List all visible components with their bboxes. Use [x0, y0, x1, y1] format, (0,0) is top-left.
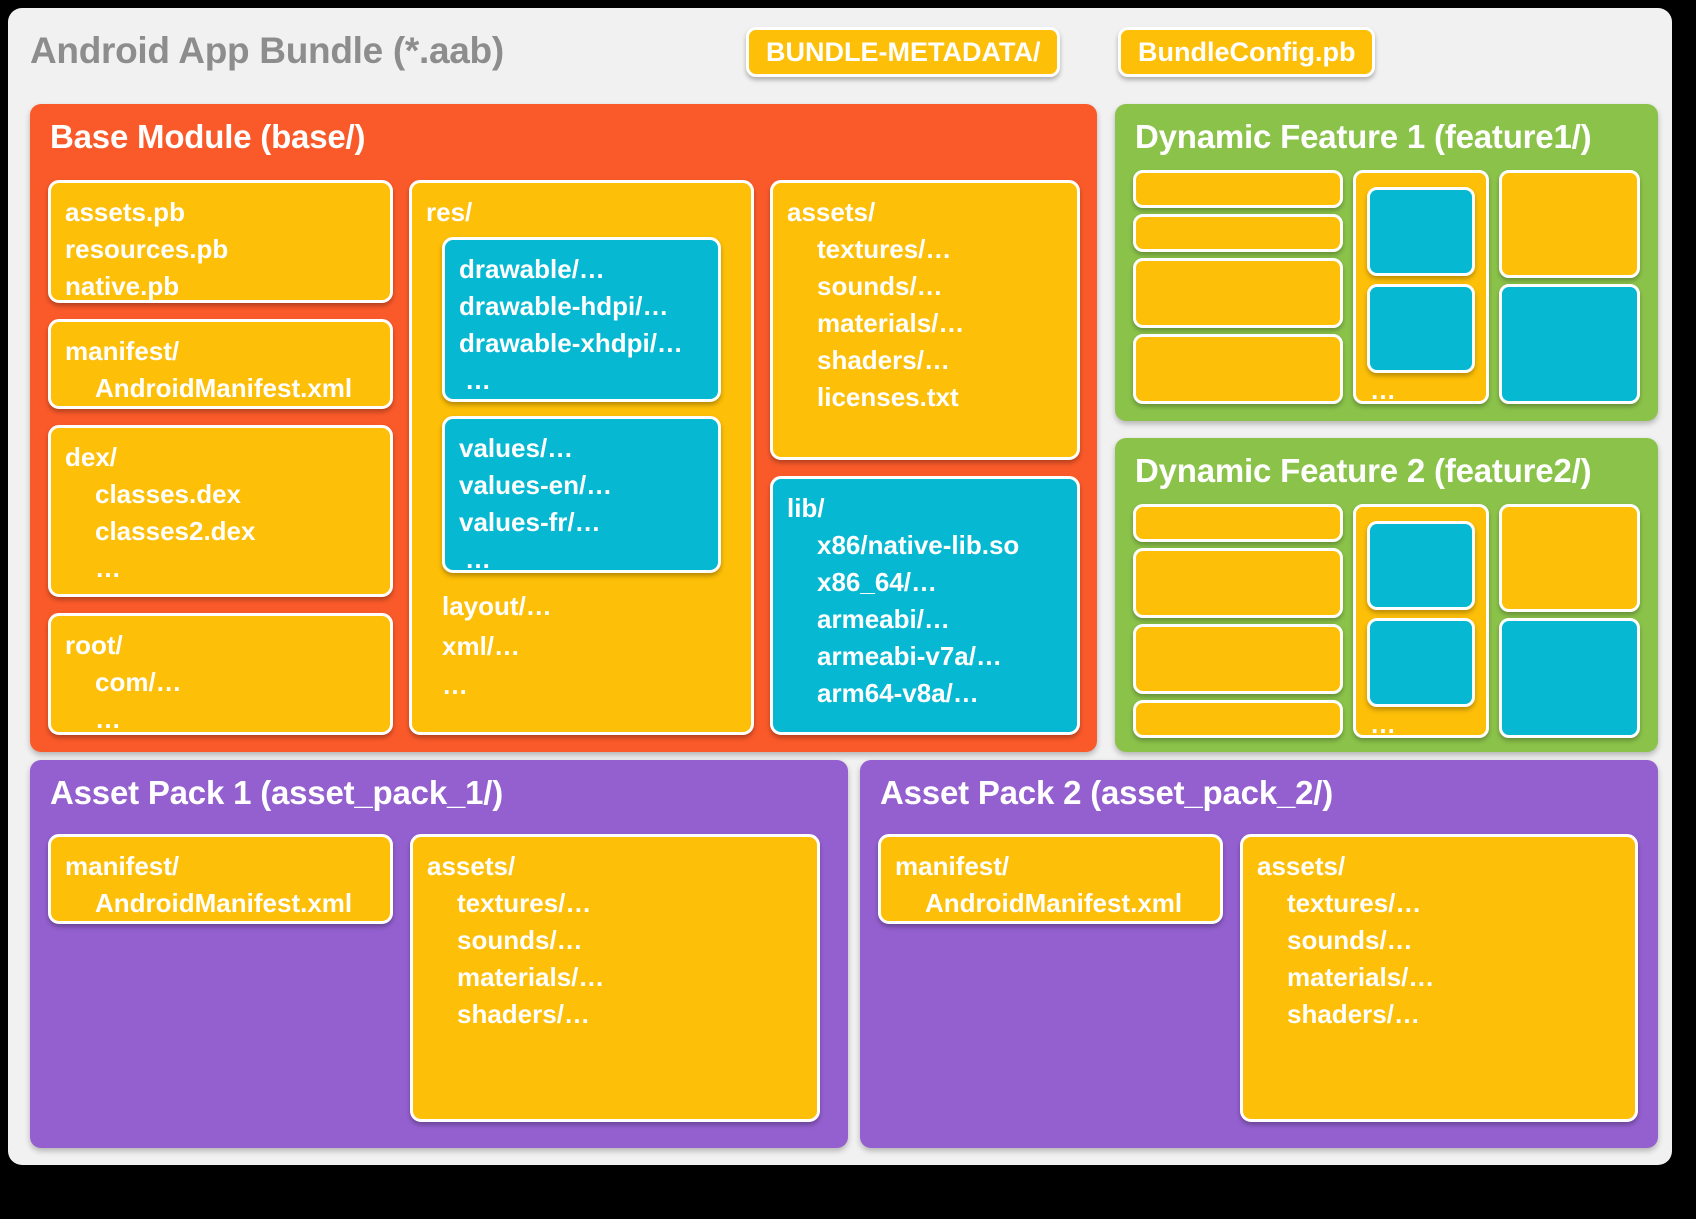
- asset-pack-1-panel: Asset Pack 1 (asset_pack_1/) manifest/ A…: [30, 760, 848, 1148]
- base-assets-box[interactable]: assets/ textures/… sounds/… materials/… …: [770, 180, 1080, 460]
- feature1-bar-2[interactable]: [1133, 214, 1343, 252]
- asset-pack-2-assets-box[interactable]: assets/ textures/… sounds/… materials/… …: [1240, 834, 1638, 1122]
- values-en-line: values-en/…: [459, 469, 613, 500]
- asset-pack-1-assets-box[interactable]: assets/ textures/… sounds/… materials/… …: [410, 834, 820, 1122]
- assets-licenses: licenses.txt: [817, 381, 959, 412]
- feature2-res-child-1[interactable]: [1367, 521, 1475, 610]
- lib-armeabi-v7a: armeabi-v7a/…: [817, 640, 1002, 671]
- root-head: root/: [65, 630, 123, 660]
- values-more-dots: …: [465, 543, 492, 573]
- ap1-textures: textures/…: [457, 887, 592, 918]
- base-module-title: Base Module (base/): [50, 118, 366, 155]
- ap1-shaders: shaders/…: [457, 998, 590, 1029]
- drawable-more-dots: …: [465, 364, 492, 395]
- ap2-android-manifest-xml: AndroidManifest.xml: [925, 887, 1183, 918]
- ap1-materials: materials/…: [457, 961, 605, 992]
- feature2-bar-2[interactable]: [1133, 548, 1343, 618]
- base-pb-files-box[interactable]: assets.pb resources.pb native.pb: [48, 180, 393, 303]
- root-more-dots: …: [95, 703, 121, 734]
- feature2-assets-box[interactable]: [1499, 504, 1640, 612]
- ap2-sounds: sounds/…: [1287, 924, 1413, 955]
- ap2-assets-head: assets/: [1257, 851, 1346, 881]
- drawable-line: drawable/…: [459, 254, 605, 284]
- feature1-bar-1[interactable]: [1133, 170, 1343, 208]
- feature2-bar-1[interactable]: [1133, 504, 1343, 542]
- asset-pack-2-panel: Asset Pack 2 (asset_pack_2/) manifest/ A…: [860, 760, 1658, 1148]
- ap1-manifest-head: manifest/: [65, 851, 180, 881]
- dynamic-feature-2-panel: Dynamic Feature 2 (feature2/) …: [1115, 438, 1658, 752]
- ap2-textures: textures/…: [1287, 887, 1422, 918]
- res-layout-line: layout/…: [442, 591, 552, 621]
- feature1-bar-4[interactable]: [1133, 334, 1343, 404]
- bundle-metadata-chip[interactable]: BUNDLE-METADATA/: [746, 27, 1061, 77]
- res-more-dots: …: [442, 670, 468, 701]
- dynamic-feature-1-panel: Dynamic Feature 1 (feature1/) …: [1115, 104, 1658, 421]
- lib-arm64-v8a: arm64-v8a/…: [817, 677, 979, 708]
- values-line: values/…: [459, 433, 574, 463]
- res-values-box[interactable]: values/… values-en/… values-fr/… …: [442, 416, 721, 573]
- android-manifest-xml: AndroidManifest.xml: [95, 372, 353, 403]
- page-title: Android App Bundle (*.aab): [30, 30, 504, 71]
- feature2-lib-box[interactable]: [1499, 618, 1640, 738]
- assets-shaders: shaders/…: [817, 344, 950, 375]
- base-dex-box[interactable]: dex/ classes.dex classes2.dex …: [48, 425, 393, 597]
- ap2-shaders: shaders/…: [1287, 998, 1420, 1029]
- asset-pack-2-manifest-box[interactable]: manifest/ AndroidManifest.xml: [878, 834, 1223, 924]
- bundle-header: Android App Bundle (*.aab) BUNDLE-METADA…: [8, 8, 1672, 96]
- res-tail-list: layout/… xml/… …: [442, 587, 552, 706]
- feature1-res-more-dots: …: [1370, 375, 1397, 405]
- assets-materials: materials/…: [817, 307, 965, 338]
- feature2-bar-3[interactable]: [1133, 624, 1343, 694]
- base-manifest-box[interactable]: manifest/ AndroidManifest.xml: [48, 319, 393, 409]
- bundle-config-chip[interactable]: BundleConfig.pb: [1118, 27, 1376, 77]
- lib-head: lib/: [787, 493, 825, 523]
- base-lib-box[interactable]: lib/ x86/native-lib.so x86_64/… armeabi/…: [770, 476, 1080, 735]
- values-fr-line: values-fr/…: [459, 506, 601, 537]
- feature1-bar-3[interactable]: [1133, 258, 1343, 328]
- native-pb-line: native.pb: [65, 270, 180, 301]
- dex-more-dots: …: [95, 552, 121, 583]
- classes2-dex: classes2.dex: [95, 515, 256, 546]
- resources-pb-line: resources.pb: [65, 233, 229, 264]
- classes-dex: classes.dex: [95, 478, 242, 509]
- asset-pack-1-manifest-box[interactable]: manifest/ AndroidManifest.xml: [48, 834, 393, 924]
- assets-pb-line: assets.pb: [65, 197, 185, 227]
- assets-head: assets/: [787, 197, 876, 227]
- res-head: res/: [426, 197, 473, 227]
- assets-textures: textures/…: [817, 233, 952, 264]
- base-root-box[interactable]: root/ com/… …: [48, 613, 393, 735]
- ap1-android-manifest-xml: AndroidManifest.xml: [95, 887, 353, 918]
- android-app-bundle-card: Android App Bundle (*.aab) BUNDLE-METADA…: [8, 8, 1672, 1165]
- manifest-head: manifest/: [65, 336, 180, 366]
- lib-x86: x86/native-lib.so: [817, 529, 1020, 560]
- lib-armeabi: armeabi/…: [817, 603, 950, 634]
- base-module-panel: Base Module (base/) assets.pb resources.…: [30, 104, 1097, 752]
- lib-x86-64: x86_64/…: [817, 566, 937, 597]
- feature2-res-container[interactable]: …: [1353, 504, 1489, 739]
- asset-pack-2-title: Asset Pack 2 (asset_pack_2/): [880, 774, 1334, 811]
- feature2-res-more-dots: …: [1370, 709, 1397, 739]
- feature1-lib-box[interactable]: [1499, 284, 1640, 404]
- assets-sounds: sounds/…: [817, 270, 943, 301]
- feature1-res-container[interactable]: …: [1353, 170, 1489, 405]
- dynamic-feature-1-title: Dynamic Feature 1 (feature1/): [1135, 118, 1592, 155]
- root-com: com/…: [95, 666, 182, 697]
- dynamic-feature-2-title: Dynamic Feature 2 (feature2/): [1135, 452, 1592, 489]
- ap2-materials: materials/…: [1287, 961, 1435, 992]
- ap1-sounds: sounds/…: [457, 924, 583, 955]
- feature1-assets-box[interactable]: [1499, 170, 1640, 278]
- asset-pack-1-title: Asset Pack 1 (asset_pack_1/): [50, 774, 504, 811]
- drawable-xhdpi-line: drawable-xhdpi/…: [459, 327, 683, 358]
- res-drawable-box[interactable]: drawable/… drawable-hdpi/… drawable-xhdp…: [442, 237, 721, 402]
- base-res-box[interactable]: res/ drawable/… drawable-hdpi/… drawable…: [409, 180, 754, 735]
- feature1-res-child-2[interactable]: [1367, 284, 1475, 373]
- drawable-hdpi-line: drawable-hdpi/…: [459, 290, 669, 321]
- feature1-res-child-1[interactable]: [1367, 187, 1475, 276]
- feature2-bar-4[interactable]: [1133, 700, 1343, 738]
- res-xml-line: xml/…: [442, 630, 521, 661]
- dex-head: dex/: [65, 442, 118, 472]
- ap1-assets-head: assets/: [427, 851, 516, 881]
- ap2-manifest-head: manifest/: [895, 851, 1010, 881]
- feature2-res-child-2[interactable]: [1367, 618, 1475, 707]
